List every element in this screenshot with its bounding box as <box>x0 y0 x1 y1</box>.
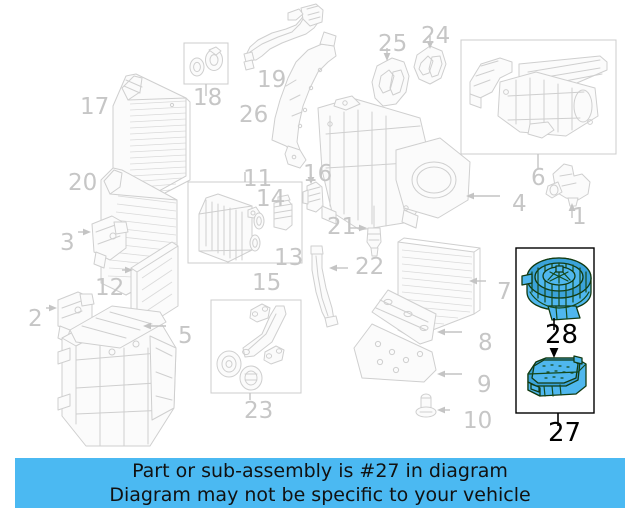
callout-label-25[interactable]: 25 <box>378 31 408 57</box>
callout-label-1[interactable]: 1 <box>572 204 587 230</box>
part-19-heater-hose-assembly <box>243 3 324 71</box>
part-5-hvac-case-assembly <box>57 305 177 447</box>
part-4-blower-housing-duct <box>317 95 500 231</box>
callout-label-24[interactable]: 24 <box>421 23 451 49</box>
callout-label-3[interactable]: 3 <box>60 230 75 256</box>
part-24-duct-seal-small <box>413 36 447 85</box>
callout-label-10[interactable]: 10 <box>463 408 493 434</box>
part-23-linkage-lever-kit <box>210 299 302 400</box>
callout-label-21[interactable]: 21 <box>327 214 357 240</box>
part-22-drain-hose <box>310 245 348 328</box>
part-25-duct-seal-large <box>371 48 410 107</box>
callout-label-23[interactable]: 23 <box>244 398 274 424</box>
callout-label-2[interactable]: 2 <box>28 306 43 332</box>
callout-label-28[interactable]: 28 <box>545 320 579 350</box>
part-28-blower-motor-assembly <box>521 257 592 321</box>
part-1-mounting-bracket <box>545 163 591 218</box>
callout-label-7[interactable]: 7 <box>497 279 512 305</box>
banner-line-2: Diagram may not be specific to your vehi… <box>109 484 531 506</box>
callout-label-26[interactable]: 26 <box>239 102 269 128</box>
part-9-gasket-plate <box>353 323 462 383</box>
part-8-seal-strip <box>371 289 462 345</box>
callout-label-17[interactable]: 17 <box>80 94 110 120</box>
callout-label-19[interactable]: 19 <box>257 67 287 93</box>
callout-label-20[interactable]: 20 <box>68 170 98 196</box>
part-26-support-bracket <box>271 31 337 169</box>
callout-label-12[interactable]: 12 <box>95 275 125 301</box>
callout-label-22[interactable]: 22 <box>355 254 385 280</box>
callout-label-16[interactable]: 16 <box>303 161 333 187</box>
callout-label-9[interactable]: 9 <box>477 372 492 398</box>
part-18-seal-ring-kit <box>183 42 229 96</box>
highlighted-parts-group <box>515 247 595 426</box>
callout-label-27[interactable]: 27 <box>548 418 582 448</box>
part-10-grommet-plug <box>415 393 450 418</box>
callout-label-15[interactable]: 15 <box>252 270 282 296</box>
part-11-evaporator-core-group <box>187 172 303 264</box>
callout-label-6[interactable]: 6 <box>531 165 546 191</box>
part-27-blower-motor-resistor <box>527 355 587 397</box>
part-assembly-banner: Part or sub-assembly is #27 in diagram D… <box>15 458 625 508</box>
part-3-actuator-motor-upper <box>78 215 129 269</box>
callout-label-11[interactable]: 11 <box>243 166 273 192</box>
callout-label-8[interactable]: 8 <box>478 330 493 356</box>
callout-label-5[interactable]: 5 <box>178 323 193 349</box>
callout-label-13[interactable]: 13 <box>274 245 304 271</box>
callout-label-14[interactable]: 14 <box>256 186 286 212</box>
part-21-pressure-sensor <box>350 205 382 257</box>
part-17-heater-core <box>112 73 191 211</box>
exploded-parts-diagram <box>46 3 617 447</box>
banner-line-1: Part or sub-assembly is #27 in diagram <box>132 460 508 482</box>
callout-label-4[interactable]: 4 <box>512 191 527 217</box>
callout-label-18[interactable]: 18 <box>193 85 223 111</box>
part-6-air-distribution-duct-box <box>460 39 617 168</box>
